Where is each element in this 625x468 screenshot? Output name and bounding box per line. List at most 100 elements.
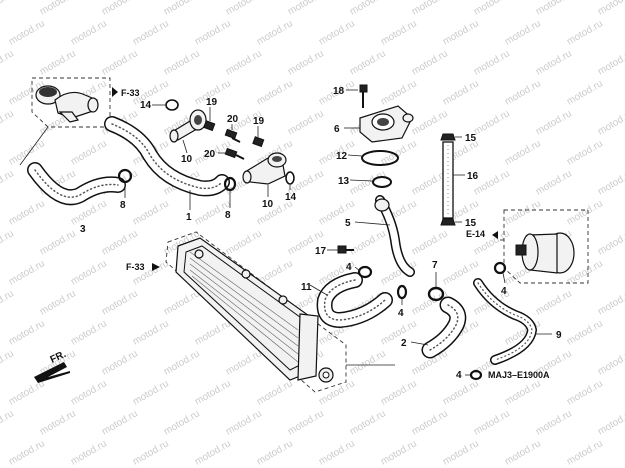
bolt-20-upper xyxy=(224,124,241,143)
fitting-10-upper xyxy=(169,109,207,154)
part-number-12: 12 xyxy=(336,151,348,162)
watermark-text: motod.ru xyxy=(596,168,625,197)
watermark-text: motod.ru xyxy=(317,198,357,227)
ref-label: E-14 xyxy=(466,229,485,239)
watermark-text: motod.ru xyxy=(596,408,625,437)
watermark-text: motod.ru xyxy=(503,78,543,107)
watermark-text: motod.ru xyxy=(379,378,419,407)
part-number-4-top: 4 xyxy=(346,262,352,273)
watermark-text: motod.ru xyxy=(596,0,625,18)
watermark-text: motod.ru xyxy=(410,108,450,137)
watermark-text: motod.ru xyxy=(286,0,326,18)
watermark-text: motod.ru xyxy=(100,408,140,437)
watermark-text: motod.ru xyxy=(379,318,419,347)
bolt-15-top xyxy=(440,133,462,141)
part-number-8-center: 8 xyxy=(225,210,231,221)
watermark-text: motod.ru xyxy=(596,288,625,317)
watermark-text: motod.ru xyxy=(193,438,233,467)
ref-e14[interactable]: E-14 xyxy=(466,229,498,239)
clamp-7 xyxy=(427,272,445,302)
watermark-text: motod.ru xyxy=(472,408,512,437)
watermark-text: motod.ru xyxy=(534,408,574,437)
watermark-text: motod.ru xyxy=(0,0,16,18)
bolt-18 xyxy=(346,84,368,108)
watermark-text: motod.ru xyxy=(193,378,233,407)
watermark-text: motod.ru xyxy=(534,0,574,18)
radiator-group xyxy=(165,231,395,393)
part-number-16: 16 xyxy=(467,171,479,182)
watermark-text: motod.ru xyxy=(0,48,16,77)
clamp-8-center xyxy=(223,176,237,208)
watermark-text: motod.ru xyxy=(317,18,357,47)
watermark-text: motod.ru xyxy=(441,18,481,47)
watermark-text: motod.ru xyxy=(472,48,512,77)
hose-3 xyxy=(27,162,126,206)
watermark-text: motod.ru xyxy=(534,168,574,197)
part-number-8-left: 8 xyxy=(120,200,126,211)
watermark-text: motod.ru xyxy=(100,48,140,77)
thermostat-cover-6 xyxy=(344,105,414,143)
watermark-text: motod.ru xyxy=(441,438,481,467)
arrow-right-icon xyxy=(112,87,118,97)
part-number-14-top: 14 xyxy=(140,100,152,111)
part-number-15-bottom: 15 xyxy=(465,218,477,229)
watermark-text: motod.ru xyxy=(503,138,543,167)
part-number-10-upper: 10 xyxy=(181,154,193,165)
watermark-text: motod.ru xyxy=(38,0,78,18)
clamp-4-top xyxy=(354,265,373,279)
watermark-text: motod.ru xyxy=(7,198,47,227)
part-number-14-right: 14 xyxy=(285,192,297,203)
hose-11 xyxy=(309,272,393,328)
ref-label: F-33 xyxy=(121,88,140,98)
watermark-text: motod.ru xyxy=(69,18,109,47)
watermark-text: motod.ru xyxy=(7,438,47,467)
watermark-text: motod.ru xyxy=(0,228,16,257)
watermark-text: motod.ru xyxy=(193,18,233,47)
watermark-text: motod.ru xyxy=(0,348,16,377)
bolt-19-right xyxy=(252,126,265,148)
part-number-13: 13 xyxy=(338,176,350,187)
watermark-text: motod.ru xyxy=(472,0,512,18)
part-number-19-upper: 19 xyxy=(206,97,218,108)
part-number-2: 2 xyxy=(401,338,407,349)
watermark-text: motod.ru xyxy=(224,0,264,18)
part-number-1: 1 xyxy=(186,212,192,223)
watermark-text: motod.ru xyxy=(534,108,574,137)
part-number-18: 18 xyxy=(333,86,345,97)
o-ring-14-right xyxy=(285,171,295,190)
part-number-20-upper: 20 xyxy=(227,114,239,125)
watermark-text: motod.ru xyxy=(379,78,419,107)
watermark-text: motod.ru xyxy=(503,18,543,47)
ref-f33-top[interactable]: F-33 xyxy=(112,87,140,98)
watermark-text: motod.ru xyxy=(596,48,625,77)
clamp-4-mid xyxy=(396,284,408,305)
part-number-10-lower: 10 xyxy=(262,199,274,210)
part-number-15-top: 15 xyxy=(465,133,477,144)
watermark-text: motod.ru xyxy=(565,318,605,347)
watermark-text: motod.ru xyxy=(38,288,78,317)
watermark-text: motod.ru xyxy=(100,228,140,257)
watermark-text: motod.ru xyxy=(317,378,357,407)
watermark-text: motod.ru xyxy=(410,228,450,257)
watermark-text: motod.ru xyxy=(69,258,109,287)
watermark-text: motod.ru xyxy=(100,288,140,317)
watermark-text: motod.ru xyxy=(100,348,140,377)
watermark-text: motod.ru xyxy=(100,0,140,18)
watermark-text: motod.ru xyxy=(0,408,16,437)
watermark-text: motod.ru xyxy=(224,408,264,437)
watermark-text: motod.ru xyxy=(596,108,625,137)
watermark-text: motod.ru xyxy=(38,408,78,437)
watermark-text: motod.ru xyxy=(7,138,47,167)
ref-f33-left[interactable]: F-33 xyxy=(126,262,160,272)
watermark-text: motod.ru xyxy=(286,408,326,437)
part-number-5: 5 xyxy=(345,218,351,229)
watermark-text: motod.ru xyxy=(7,258,47,287)
watermark-text: motod.ru xyxy=(69,438,109,467)
watermark-text: motod.ru xyxy=(503,198,543,227)
hose-9 xyxy=(473,278,552,365)
arrow-left-icon xyxy=(492,231,498,239)
part-number-6: 6 xyxy=(334,124,340,135)
watermark-text: motod.ru xyxy=(69,138,109,167)
watermark-text: motod.ru xyxy=(162,0,202,18)
